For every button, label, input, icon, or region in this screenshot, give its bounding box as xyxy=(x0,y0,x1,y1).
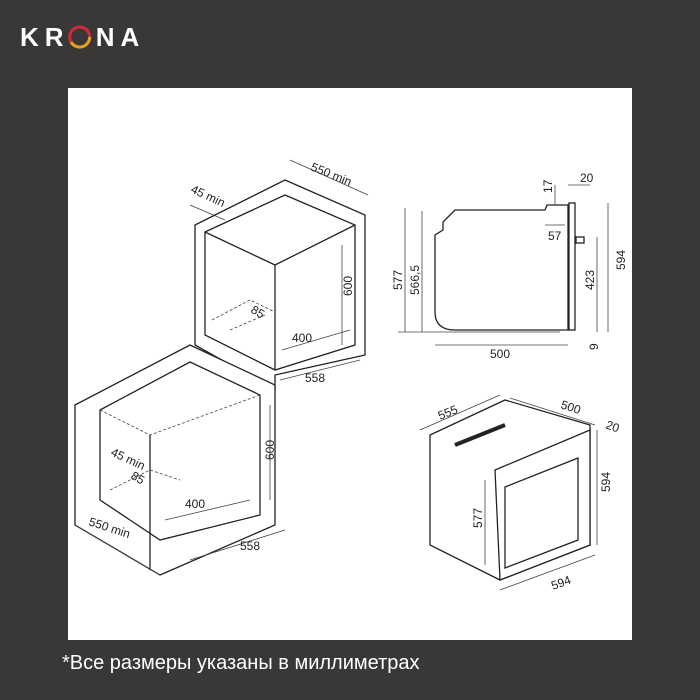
persp-top-depth-label: 555 xyxy=(436,402,460,423)
lower-cutout-width-label: 400 xyxy=(185,497,205,511)
lower-niche-drawing xyxy=(74,344,286,576)
persp-front-height-label: 594 xyxy=(599,472,613,492)
upper-cutout-width-label: 400 xyxy=(292,331,312,345)
side-front-height-label: 594 xyxy=(614,250,628,270)
side-step-depth-label: 57 xyxy=(548,229,562,243)
persp-panel-label: 20 xyxy=(604,418,622,436)
side-bottom-gap-label: 9 xyxy=(587,343,601,350)
side-top-step-label: 17 xyxy=(541,179,555,193)
upper-gap-label: 45 min xyxy=(189,182,228,210)
logo-ring-gold xyxy=(69,36,92,49)
side-total-height-label: 577 xyxy=(391,270,405,290)
krona-logo: KRONA xyxy=(20,22,160,57)
persp-front-width-label: 594 xyxy=(549,573,573,593)
lower-width-label: 558 xyxy=(240,539,260,553)
upper-depth-label: 550 min xyxy=(309,160,354,189)
perspective-view-drawing xyxy=(419,394,598,591)
persp-side-depth-label: 500 xyxy=(559,398,583,418)
upper-height-label: 600 xyxy=(341,276,355,296)
footnote: *Все размеры указаны в миллиметрах xyxy=(62,652,420,674)
upper-width-label: 558 xyxy=(305,371,325,385)
lower-cutout-depth-label: 85 xyxy=(129,468,148,487)
lower-height-label: 600 xyxy=(263,440,277,460)
upper-cutout-depth-label: 85 xyxy=(249,302,268,321)
side-depth-label: 500 xyxy=(490,347,510,361)
side-body-height-label: 566,5 xyxy=(408,265,422,295)
upper-niche-drawing xyxy=(189,159,369,392)
side-view-drawing xyxy=(398,184,609,346)
persp-body-height-label: 577 xyxy=(471,508,485,528)
side-handle-height-label: 423 xyxy=(583,270,597,290)
diagram-panel: 550 min 45 min 600 85 400 558 45 min 85 … xyxy=(68,88,632,640)
side-panel-label: 20 xyxy=(580,171,594,185)
dimension-diagram: 550 min 45 min 600 85 400 558 45 min 85 … xyxy=(74,159,628,593)
